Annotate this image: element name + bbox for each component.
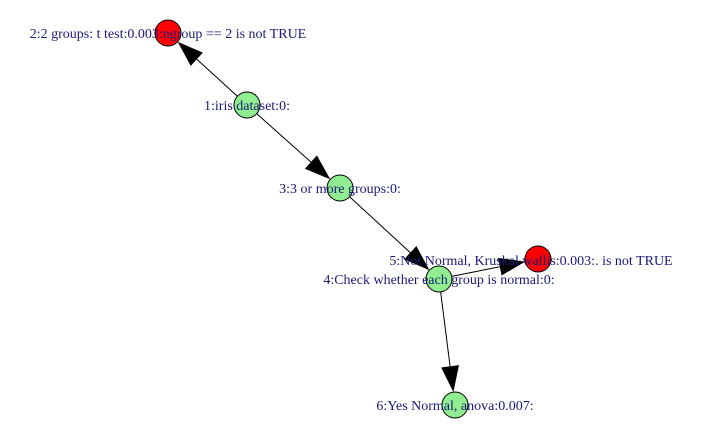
edge-n4-n6 bbox=[440, 291, 451, 367]
node-label-n3: 3:3 or more groups:0: bbox=[279, 182, 401, 197]
node-label-n5: 5:Not Normal, Kruskal wallis:0.003:. is … bbox=[389, 254, 672, 269]
node-label-n6: 6:Yes Normal, anova:0.007: bbox=[376, 399, 533, 414]
edge-n4-n5 bbox=[451, 266, 500, 277]
edge-n1-n3 bbox=[256, 113, 312, 163]
node-label-n4: 4:Check whether each group is normal:0: bbox=[323, 273, 554, 288]
edge-n1-n2 bbox=[196, 58, 238, 97]
arrowhead-n1-n3 bbox=[304, 155, 331, 180]
node-n4-ok-circle[interactable] bbox=[425, 265, 453, 293]
arrowhead-n4-n6 bbox=[441, 365, 460, 393]
nodes-layer bbox=[154, 19, 552, 419]
arrowhead-n4-n5 bbox=[497, 257, 526, 276]
node-n2-error-circle[interactable] bbox=[154, 19, 182, 47]
node-n3-ok-circle[interactable] bbox=[326, 174, 354, 202]
node-n1-ok-circle[interactable] bbox=[233, 91, 261, 119]
node-label-n1: 1:iris dataset:0: bbox=[204, 99, 290, 114]
node-n6-ok-circle[interactable] bbox=[441, 391, 469, 419]
arrowhead-n1-n2 bbox=[177, 41, 203, 66]
labels-layer: 1:iris dataset:0: 2:2 groups: t test:0.00… bbox=[30, 27, 673, 414]
arrowhead-n3-n4 bbox=[404, 245, 430, 271]
edges-layer bbox=[177, 41, 526, 393]
edge-n3-n4 bbox=[349, 196, 411, 253]
node-label-n2: 2:2 groups: t test:0.003:ngroup == 2 is … bbox=[30, 27, 306, 42]
node-n5-error-circle[interactable] bbox=[524, 245, 552, 273]
